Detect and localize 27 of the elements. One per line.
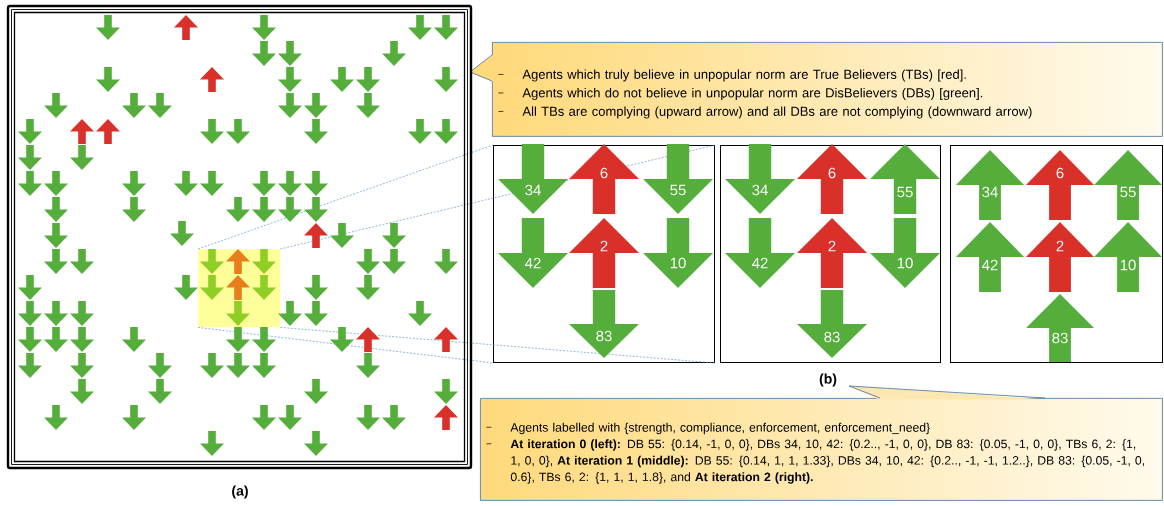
agent-number: 10 (1120, 259, 1136, 271)
agent-number: 34 (525, 184, 541, 196)
agent-number: 6 (828, 167, 836, 179)
zoom-line (197, 327, 494, 364)
agent-number: 42 (982, 259, 998, 271)
panel-label: (b) (819, 373, 837, 387)
agent-number: 10 (670, 257, 686, 269)
agent-number: 83 (1052, 332, 1068, 344)
agent-number: 55 (897, 186, 913, 198)
agent-number: 34 (752, 184, 768, 196)
callout-box: Agents which truly believe in unpopular norm are True Believers (TBs) [red]. Agents which do not believe in unpopular norm are DisBelievers (DBs) [green]. All TBs are complying (upward arrow) and all DBs are not complying (downward arrow) (469, 42, 1163, 137)
agent-number: 6 (1056, 167, 1064, 179)
agent-number: 34 (982, 186, 998, 198)
agent-number: 2 (828, 240, 836, 252)
agent-number: 42 (752, 257, 768, 269)
agent-number: 2 (1056, 240, 1064, 252)
panel-label: (a) (232, 485, 248, 499)
agent-number: 55 (670, 184, 686, 196)
agent-number: 55 (1120, 186, 1136, 198)
agent-number: 42 (525, 257, 541, 269)
agent-number: 2 (600, 240, 608, 252)
agent-number: 83 (824, 331, 840, 343)
agent-number: 10 (897, 257, 913, 269)
agent-number: 83 (596, 330, 612, 342)
agent-number: 6 (600, 167, 608, 179)
zoom-line (197, 144, 494, 250)
zoom-line (280, 327, 716, 364)
